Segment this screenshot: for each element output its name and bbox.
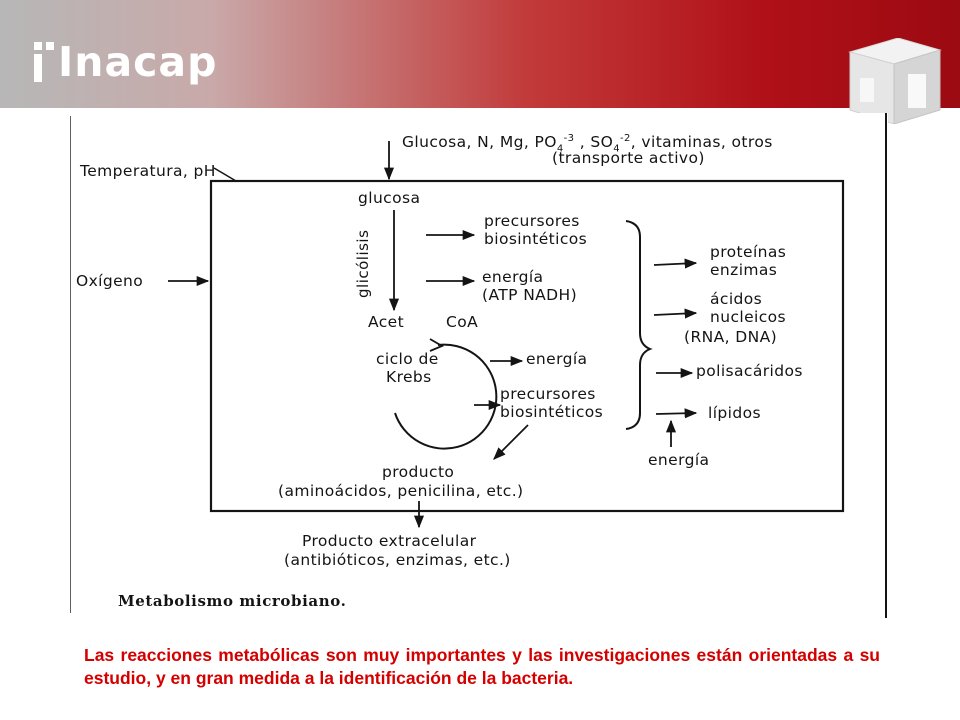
energy-2-label: energía <box>526 350 588 368</box>
polysaccharides-label: polisacáridos <box>696 362 803 380</box>
energy-1-label: energía <box>482 268 544 286</box>
footer-paragraph: Las reacciones metabólicas son muy impor… <box>84 645 880 688</box>
inacap-logo-icon <box>34 42 54 82</box>
krebs-label-b: Krebs <box>386 368 432 386</box>
oxygen-label: Oxígeno <box>76 272 144 290</box>
top-inputs-label: Glucosa, N, Mg, PO4-3 , SO4-2, vitaminas… <box>402 133 773 155</box>
lipids-label: lípidos <box>708 404 761 422</box>
precursors-1b-label: biosintéticos <box>484 230 588 248</box>
precursors-2b-label: biosintéticos <box>500 403 604 421</box>
temperature-label: Temperatura, pH <box>80 162 216 180</box>
product-label: producto <box>382 463 455 481</box>
precursors-2-label: precursores <box>500 385 596 403</box>
energy-1b-label: (ATP NADH) <box>482 286 578 304</box>
diagram-lines <box>70 113 887 618</box>
extracellular-detail-label: (antibióticos, enzimas, etc.) <box>284 551 511 569</box>
cube-3d-icon <box>848 38 942 124</box>
glycolysis-label: glicólisis <box>354 229 372 298</box>
enzymes-label: enzimas <box>710 261 778 279</box>
glucose-label: glucosa <box>358 189 421 207</box>
metabolism-diagram: Glucosa, N, Mg, PO4-3 , SO4-2, vitaminas… <box>70 113 888 618</box>
nucleic-label: nucleicos <box>710 308 786 326</box>
diagram-caption: Metabolismo microbiano. <box>118 592 347 610</box>
proteins-label: proteínas <box>710 243 787 261</box>
header-banner <box>0 0 960 108</box>
rna-dna-label: (RNA, DNA) <box>684 328 778 346</box>
acids-label: ácidos <box>710 290 763 308</box>
product-detail-label: (aminoácidos, penicilina, etc.) <box>278 482 524 500</box>
transport-label: (transporte activo) <box>552 149 705 167</box>
energy-3-label: energía <box>648 451 710 469</box>
coa-label: CoA <box>446 313 479 331</box>
extracellular-label: Producto extracelular <box>302 532 477 550</box>
brand-name: Inacap <box>58 38 218 86</box>
precursors-1-label: precursores <box>484 212 580 230</box>
acet-label: Acet <box>368 313 405 331</box>
krebs-label-a: ciclo de <box>376 350 439 368</box>
